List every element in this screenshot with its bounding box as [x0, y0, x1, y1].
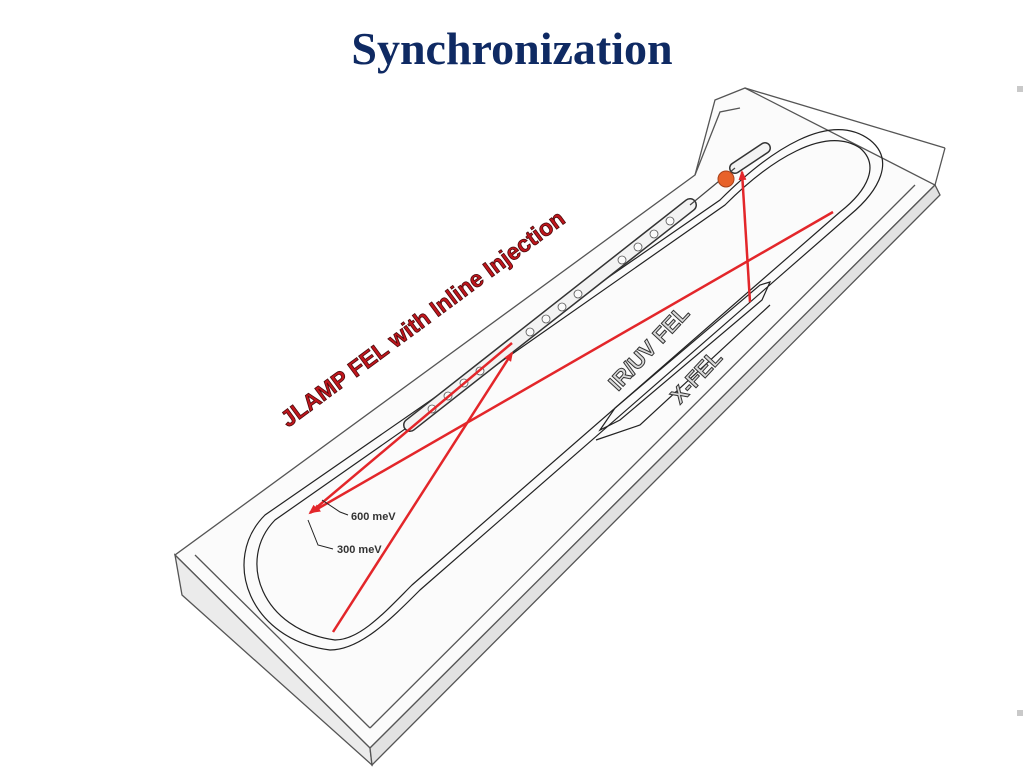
energy-label-300mev: 300 meV	[337, 544, 382, 556]
energy-leaders	[307, 499, 349, 550]
sync-arrow-bottom-to-linac	[331, 351, 514, 633]
beamline-loops	[243, 129, 884, 651]
sync-arrow-right-to-600mev	[310, 210, 834, 514]
slide-title: Synchronization	[351, 23, 673, 74]
sync-arrow-fel-to-source	[738, 170, 752, 303]
edge-marker-bottom	[1017, 710, 1023, 716]
ir-uv-bypass	[598, 281, 772, 432]
electron-source-dot	[717, 170, 735, 188]
sync-arrow-linac-to-600mev	[308, 342, 513, 515]
sync-arrows	[308, 170, 834, 633]
edge-marker-top	[1017, 86, 1023, 92]
outer-racetrack	[243, 129, 884, 651]
xfel-bypass	[595, 304, 771, 441]
inner-racetrack	[256, 140, 871, 641]
energy-label-600mev: 600 meV	[351, 511, 396, 523]
